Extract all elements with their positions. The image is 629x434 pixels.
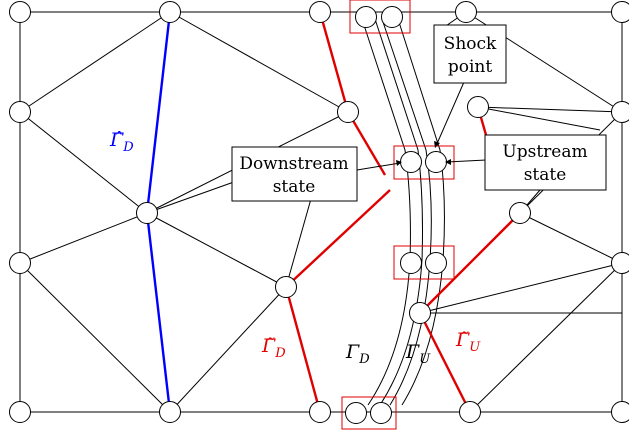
mesh-node — [509, 202, 531, 224]
mesh-node — [467, 96, 489, 118]
mesh-node — [9, 252, 31, 274]
mesh-node — [409, 302, 431, 324]
mesh-node — [275, 276, 297, 298]
shock-node — [425, 151, 447, 173]
gamma-d-label: ΓD — [345, 341, 370, 367]
mesh-node — [159, 1, 181, 23]
blue-boundary-edge-lower — [145, 212, 172, 413]
mesh-node — [9, 401, 31, 423]
mesh-node — [309, 1, 331, 23]
shock-node — [355, 6, 377, 28]
shock-node — [345, 402, 367, 424]
mesh-node — [159, 401, 181, 423]
mesh-node — [9, 1, 31, 23]
right-mesh-edges — [419, 11, 623, 413]
upstream-state-label: Upstream state — [484, 134, 607, 191]
shock-node — [400, 252, 422, 274]
blue-boundary-edge — [145, 11, 172, 214]
gamma-u-label: ΓU — [405, 341, 431, 367]
mesh-node — [136, 202, 158, 224]
shock-point-line1: Shock — [444, 34, 497, 54]
mesh-node — [611, 1, 629, 23]
left-mesh-edges — [19, 11, 349, 413]
mesh-node — [337, 101, 359, 123]
gamma-hat-d-label: Γ̂D — [109, 129, 134, 155]
node-group-boxes — [341, 0, 455, 430]
mesh-node — [9, 101, 31, 123]
shock-node — [370, 402, 392, 424]
mesh-node — [611, 101, 629, 123]
downstream-state-label: Downstream state — [231, 146, 358, 202]
shock-node — [400, 151, 422, 173]
mesh-node — [611, 252, 629, 274]
upstream-line2: state — [524, 165, 567, 185]
mesh-node — [611, 401, 629, 423]
label-arrows — [356, 81, 487, 171]
upstream-line1: Upstream — [502, 142, 587, 162]
mesh-nodes — [9, 1, 629, 424]
downstream-line2: state — [273, 177, 316, 197]
shock-band — [361, 18, 445, 406]
downstream-line1: Downstream — [239, 154, 348, 174]
mesh-node — [455, 1, 477, 23]
mesh-node — [459, 401, 481, 423]
red-edges — [284, 11, 521, 413]
shock-point-line2: point — [448, 57, 493, 77]
shock-node — [425, 252, 447, 274]
gamma-tilde-u-label: Γ̃U — [455, 329, 481, 355]
mesh-node — [309, 401, 331, 423]
shock-node — [381, 6, 403, 28]
shock-point-label: Shock point — [433, 24, 507, 84]
gamma-tilde-d-label: Γ̃D — [261, 335, 286, 361]
